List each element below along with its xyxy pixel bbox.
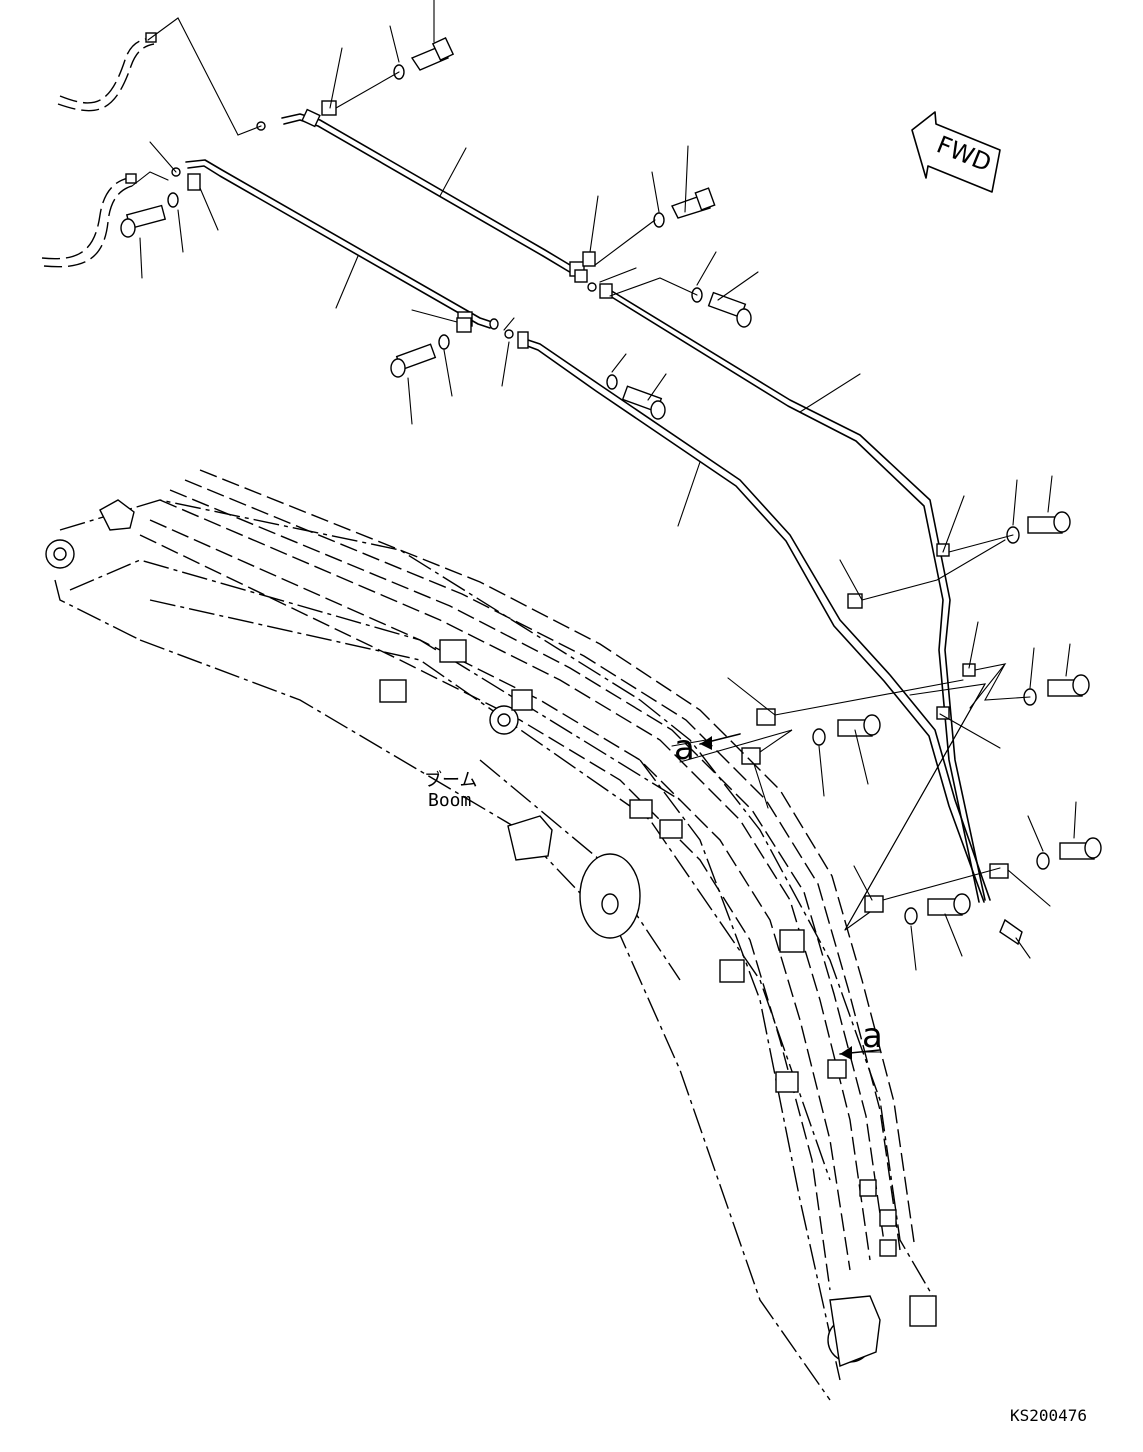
clamps (187, 100, 1009, 913)
hose-lower (41, 173, 137, 268)
boom-tubes (139, 469, 915, 1291)
boom-label-en: Boom (428, 790, 472, 811)
detail-a-label-lower: a (862, 1016, 883, 1056)
leader-lines (131, 0, 1077, 1053)
detail-a-label-upper: a (674, 728, 695, 768)
hose-upper (57, 32, 157, 112)
o-rings (171, 121, 597, 339)
drawing-code: KS200476 (1010, 1406, 1088, 1425)
pipe-upper (281, 108, 986, 903)
boom-fittings (45, 499, 937, 1367)
detail-arrows (699, 733, 881, 1060)
boom-label-jp: ブーム (424, 770, 478, 791)
fwd-arrow-icon (911, 111, 1001, 193)
bolts-washers (120, 36, 752, 420)
